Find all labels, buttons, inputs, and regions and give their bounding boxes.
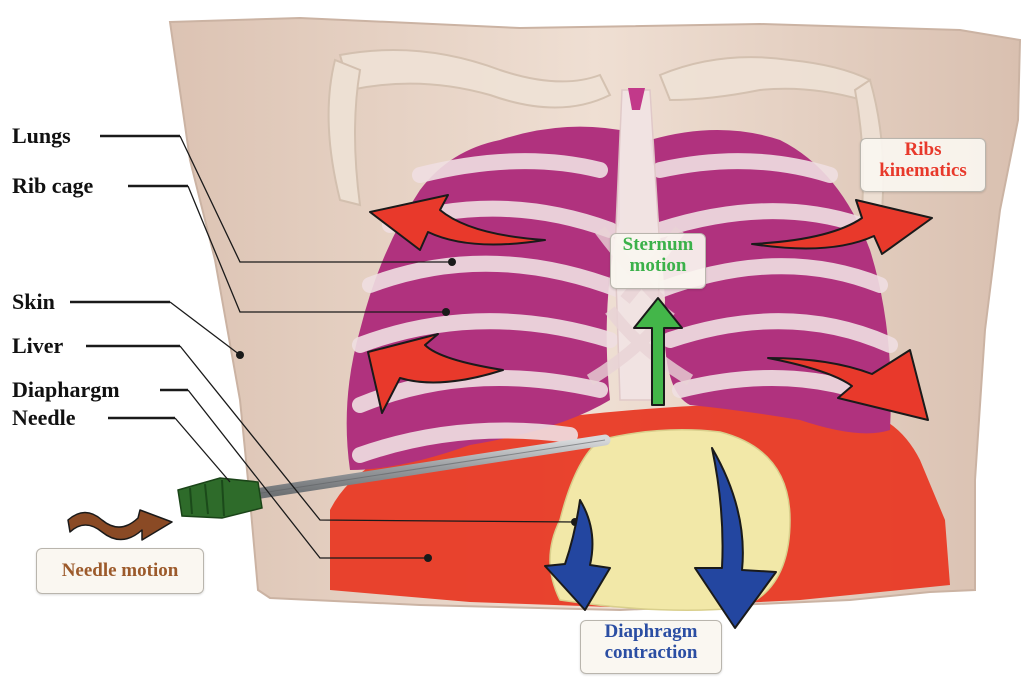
label-skin: Skin [12,290,55,314]
diaphragm-contraction-line2: contraction [581,642,721,663]
diaphragm-contraction-box: Diaphragm contraction [580,620,722,674]
needle-motion-arrow [68,510,172,540]
sternum-motion-line1: Sternum [611,234,705,255]
ribs-kinematics-line1: Ribs [861,139,985,160]
ribs-kinematics-box: Ribs kinematics [860,138,986,192]
label-rib-cage: Rib cage [12,174,93,198]
ribs-kinematics-line2: kinematics [861,160,985,181]
needle-motion-box: Needle motion [36,548,204,594]
needle-motion-text: Needle motion [37,549,203,593]
diaphragm-contraction-line1: Diaphragm [581,621,721,642]
label-liver: Liver [12,334,63,358]
label-diaphragm: Diaphargm [12,378,120,402]
label-needle: Needle [12,406,76,430]
label-lungs: Lungs [12,124,71,148]
sternum-motion-box: Sternum motion [610,233,706,289]
sternum-motion-line2: motion [611,255,705,276]
